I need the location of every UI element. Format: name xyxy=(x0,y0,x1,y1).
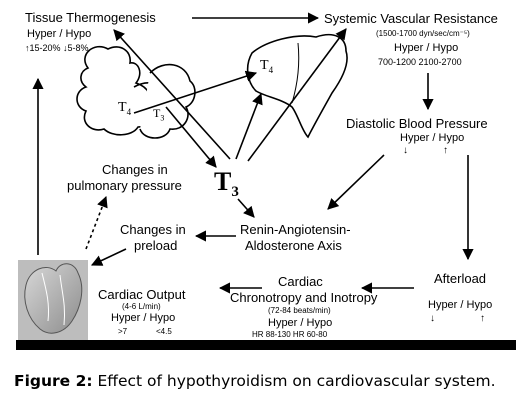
arrow-t3-to-liver xyxy=(235,92,263,160)
chronotropy-line2: Chronotropy and Inotropy xyxy=(230,290,378,305)
svr-range: (1500-1700 dyn/sec/cm⁻⁵) xyxy=(376,29,470,38)
svr-hyper-hypo: Hyper / Hypo xyxy=(394,42,459,54)
arrow-thyroid-t4-to-liver xyxy=(133,70,258,114)
chronotropy-hyper-hypo: Hyper / Hypo xyxy=(268,317,333,329)
afterload-down-arrow: ↓ xyxy=(430,313,435,324)
arrow-t3-to-thermogenesis xyxy=(113,29,231,160)
figure-caption: Figure 2: Effect of hypothyroidism on ca… xyxy=(14,372,496,390)
preload-line2: preload xyxy=(134,238,178,253)
heart-illustration xyxy=(18,260,88,340)
dbp-up-arrow: ↑ xyxy=(443,145,448,156)
tissue-thermogenesis-values: ↑15-20% ↓5-8% xyxy=(25,43,89,53)
dbp-hyper-hypo: Hyper / Hypo xyxy=(400,132,465,144)
afterload-up-arrow: ↑ xyxy=(480,313,485,324)
raas-line1: Renin-Angiotensin- xyxy=(240,222,351,237)
cardiac-output-hypo-value: <4.5 xyxy=(156,327,172,336)
afterload-title: Afterload xyxy=(434,271,487,286)
cardiac-output-title: Cardiac Output xyxy=(98,287,186,302)
central-t3-label: T3 xyxy=(214,167,239,201)
chronotropy-range: (72-84 beats/min) xyxy=(268,306,331,315)
thyroid-t4-label: T4 xyxy=(118,100,132,117)
figure-caption-label: Figure 2: xyxy=(14,372,93,390)
arrow-t3-to-raas xyxy=(237,198,255,218)
liver-t4-label: T4 xyxy=(260,58,274,75)
arrow-thyroid-to-t3 xyxy=(165,106,217,168)
dbp-down-arrow: ↓ xyxy=(403,145,408,156)
diagram-graphics xyxy=(18,12,474,340)
dbp-title: Diastolic Blood Pressure xyxy=(346,116,488,131)
thyroid-t3-label: T3 xyxy=(153,106,165,123)
pulmonary-line1: Changes in xyxy=(102,162,168,177)
tissue-thermogenesis-hyper-hypo: Hyper / Hypo xyxy=(27,28,92,40)
arrow-preload-to-heart xyxy=(90,248,127,266)
cardiac-output-range: (4-6 L/min) xyxy=(122,302,161,311)
afterload-hyper-hypo: Hyper / Hypo xyxy=(428,299,493,311)
svr-title: Systemic Vascular Resistance xyxy=(324,11,498,26)
liver-illustration xyxy=(246,33,348,139)
raas-line2: Aldosterone Axis xyxy=(245,238,342,253)
arrow-t3-to-svr xyxy=(247,28,347,162)
arrow-dbp-to-raas xyxy=(327,154,385,210)
cardiac-output-hyper-value: >7 xyxy=(118,327,128,336)
chronotropy-line1: Cardiac xyxy=(278,274,323,289)
preload-line1: Changes in xyxy=(120,222,186,237)
diagram-panel: Tissue Thermogenesis Hyper / Hypo ↑15-20… xyxy=(16,3,516,340)
pulmonary-line2: pulmonary pressure xyxy=(67,178,182,193)
figure-caption-text: Effect of hypothyroidism on cardiovascul… xyxy=(92,372,496,390)
figure-frame: Tissue Thermogenesis Hyper / Hypo ↑15-20… xyxy=(16,3,516,350)
cardiac-output-hyper-hypo: Hyper / Hypo xyxy=(111,312,176,324)
arrow-heart-to-pulmonary-dashed xyxy=(85,195,108,250)
svr-values: 700-1200 2100-2700 xyxy=(378,57,462,67)
tissue-thermogenesis-title: Tissue Thermogenesis xyxy=(25,10,156,25)
chronotropy-values: HR 88-130 HR 60-80 xyxy=(252,330,328,339)
